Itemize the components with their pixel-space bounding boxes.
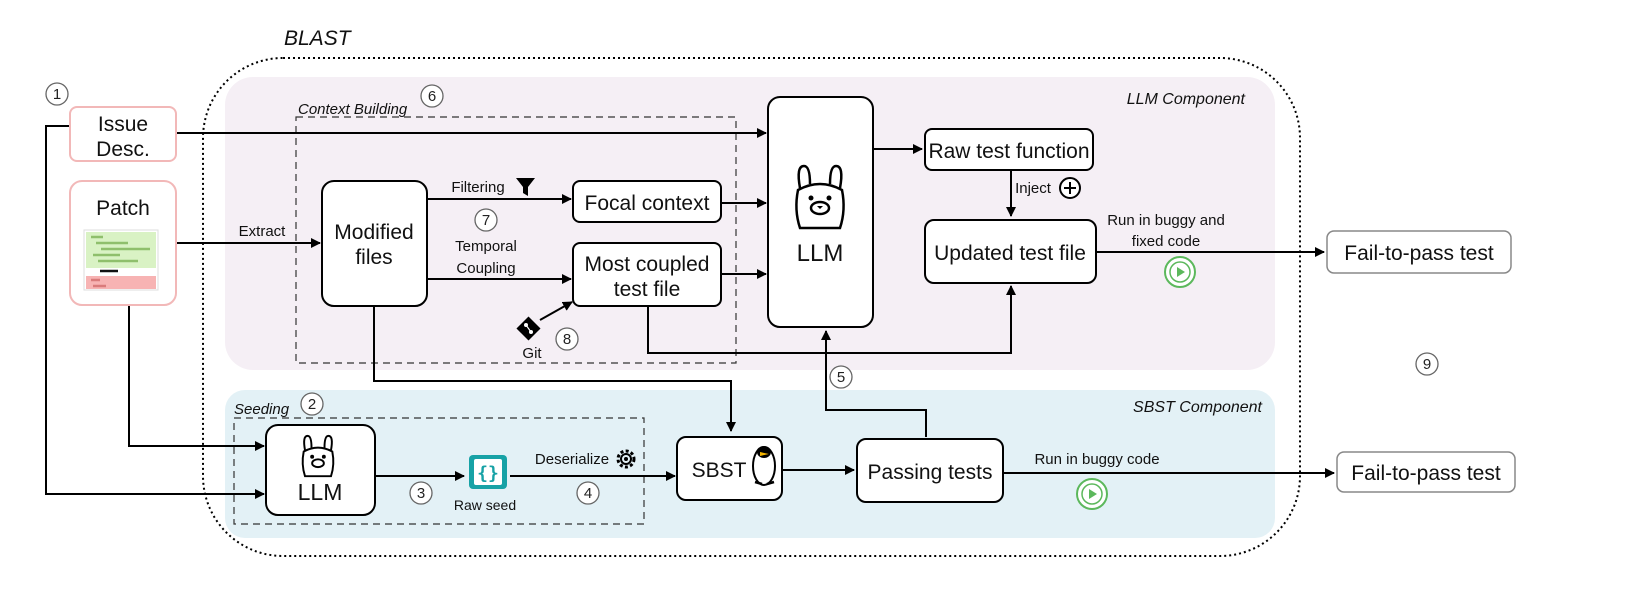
most-coupled-line1: Most coupled [585,253,710,276]
updated-test-file-node: Updated test file [924,219,1097,284]
llama-icon [301,434,335,478]
run-both-label-line1: Run in buggy and [1107,212,1225,229]
llm-main-node: LLM [767,96,874,328]
step-7-circle [474,208,498,232]
patch-node: Patch [69,180,177,306]
context-building-label: Context Building [298,101,408,118]
focal-context-label: Focal context [585,192,710,215]
fail-to-pass-test-1-label: Fail-to-pass test [1344,242,1494,265]
llm-component-label: LLM Component [1127,91,1246,108]
sbst-node: SBST [676,436,783,501]
llm-main-label: LLM [797,240,844,267]
edge-issue-to-seed-llm [45,125,265,499]
play-icon [1076,478,1108,510]
most-coupled-line2: test file [614,278,681,301]
modified-files-line1: Modified [334,221,413,244]
raw-seed-node: {} Raw seed [454,455,516,513]
extract-label: Extract [239,223,287,240]
fail-to-pass-test-1-node: Fail-to-pass test [1326,230,1512,274]
filter-icon [516,178,535,196]
step-8-number: 8 [563,331,571,348]
step-1-circle [45,82,69,106]
issue-label-line2: Desc. [96,138,150,161]
sbst-label: SBST [692,459,747,482]
step-6-number: 6 [428,88,436,105]
step-9-number: 9 [1423,356,1431,373]
focal-context-node: Focal context [572,180,722,223]
step-5-number: 5 [837,369,845,386]
edge-modified-to-sbst [373,306,736,432]
step-2-number: 2 [308,396,316,413]
seeding-label: Seeding [234,401,290,418]
most-coupled-node: Most coupled test file [572,242,722,307]
filtering-label: Filtering [451,179,504,196]
step-9-circle [1415,352,1439,376]
step-8-circle [555,327,579,351]
step-4-number: 4 [584,485,592,502]
step-1-number: 1 [53,86,61,103]
json-braces-icon: {} [469,455,507,489]
seed-llm-label: LLM [298,479,343,505]
passing-tests-node: Passing tests [856,438,1004,503]
patch-diff-icon [83,229,159,291]
seeding-region [233,417,645,525]
modified-files-line2: files [355,246,392,269]
updated-test-file-label: Updated test file [934,242,1086,265]
sbst-component-label: SBST Component [1133,399,1263,416]
step-6-circle [420,84,444,108]
edge-patch-to-seed-llm [128,306,265,451]
play-icon [1164,256,1196,288]
edge-git-to-coupled [539,301,573,321]
raw-test-function-node: Raw test function [924,128,1094,171]
passing-tests-label: Passing tests [868,461,993,484]
fail-to-pass-test-2-node: Fail-to-pass test [1336,451,1516,493]
issue-node: Issue Desc. [69,106,177,162]
run-both-label-line2: fixed code [1132,233,1200,250]
svg-text:{}: {} [477,463,499,484]
deserialize-label: Deserialize [535,451,609,468]
git-label: Git [522,345,542,362]
blast-title: BLAST [284,27,353,50]
inject-label: Inject [1015,180,1052,197]
temporal-label-line1: Temporal [455,238,517,255]
llama-icon [795,164,845,230]
step-5-circle [829,365,853,389]
step-3-number: 3 [417,485,425,502]
edge-coupled-to-updated [647,285,1016,354]
run-buggy-label: Run in buggy code [1034,451,1159,468]
raw-seed-label: Raw seed [454,497,516,513]
blast-boundary [202,57,1301,557]
penguin-icon [752,446,776,486]
raw-test-function-label: Raw test function [928,140,1089,163]
step-3-circle [409,481,433,505]
issue-label-line1: Issue [98,113,148,136]
modified-files-node: Modified files [321,180,428,307]
fail-to-pass-test-2-label: Fail-to-pass test [1351,462,1501,485]
temporal-label-line2: Coupling [456,260,515,277]
context-building-region [295,116,737,364]
plus-circle-icon [1059,177,1081,199]
patch-label: Patch [96,197,150,220]
gear-icon [616,449,636,469]
edge-passing-to-llm [821,330,927,437]
seed-llm-node: LLM [265,424,376,516]
step-4-circle [576,481,600,505]
step-2-circle [300,392,324,416]
step-7-number: 7 [482,212,490,229]
